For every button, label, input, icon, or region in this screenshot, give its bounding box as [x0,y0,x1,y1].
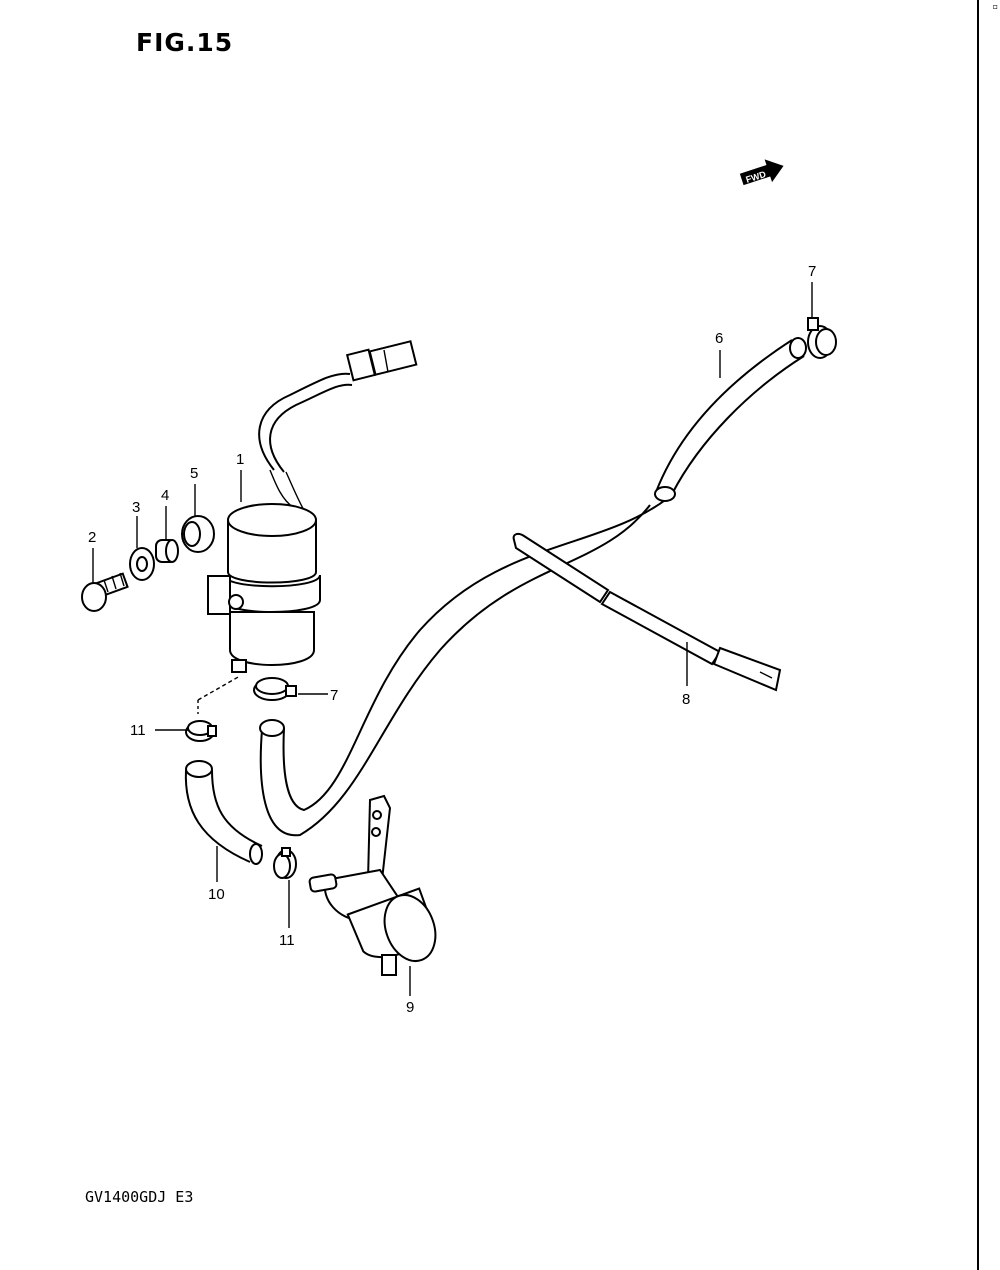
fuel-hose-long [259,337,807,837]
callout-1: 1 [236,451,244,468]
washer [129,547,155,581]
hose-clamp-pump [253,677,297,701]
callout-10: 10 [208,886,225,903]
fuel-filter [308,794,437,976]
hose-clamp-lower [273,847,297,879]
callout-9: 9 [406,999,414,1016]
cable-strap [512,532,782,692]
callout-5: 5 [190,465,198,482]
figure-title: FIG.15 [136,28,234,57]
callout-11-upper: 11 [130,722,146,739]
callout-4: 4 [161,487,169,504]
fwd-arrow-icon: FWD [739,159,784,186]
callout-7-top: 7 [808,263,816,280]
fuel-hose-short [184,760,263,865]
callout-7-pump: 7 [330,687,338,704]
fuel-pump [207,340,418,673]
callout-11-lower: 11 [279,932,295,949]
callout-8: 8 [682,691,690,708]
corner-mark-icon: ▫ [992,2,998,11]
grommet [181,515,215,553]
page-edge-line [977,0,979,1270]
hose-clamp-upper [185,720,217,742]
bolt [81,572,129,612]
callout-2: 2 [88,529,96,546]
hose-clamp-top [807,317,837,359]
callout-3: 3 [132,499,140,516]
collar [155,539,179,563]
callout-6: 6 [715,330,723,347]
model-code: GV1400GDJ E3 [85,1188,194,1206]
leader-lines [92,282,813,996]
